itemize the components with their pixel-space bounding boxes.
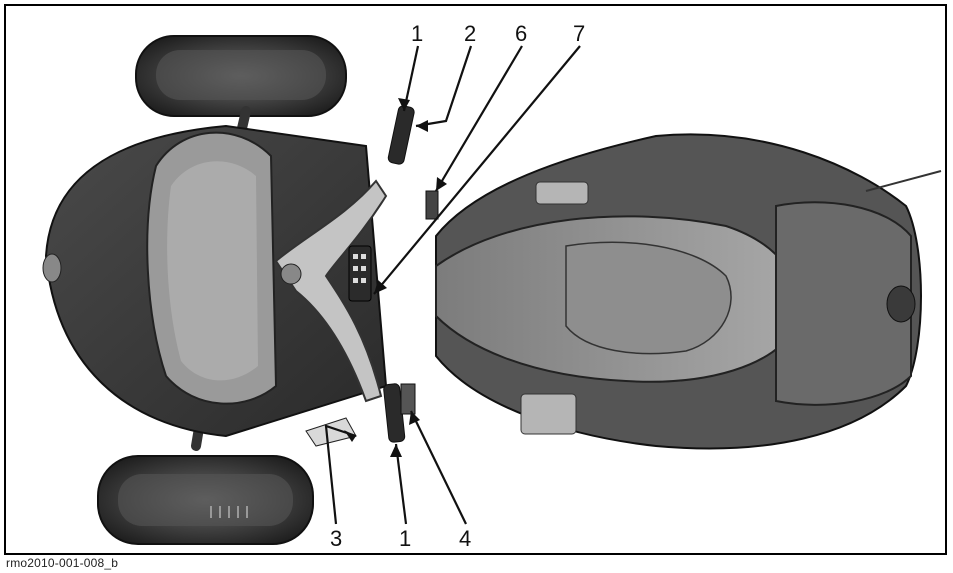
headlight: [42, 253, 62, 283]
leader-line-c4: [410, 410, 467, 525]
switch-cluster: [348, 245, 372, 302]
handlebar-frame: [274, 179, 388, 403]
passenger-footrest-bottom: [520, 393, 577, 435]
vehicle-illustration: [42, 35, 942, 545]
diagram-frame: 1 2 6 7 3 1 4: [4, 4, 947, 555]
vehicle-diagram: 1 2 6 7 3 1 4: [42, 21, 942, 551]
leader-line-c7: [373, 45, 581, 295]
leader-line-c6: [435, 45, 523, 192]
shift-lever: [305, 417, 357, 447]
front-left-tire: [135, 35, 347, 117]
figure-caption: rmo2010-001-008_b: [6, 556, 119, 570]
callout-1-bottom: 1: [399, 526, 411, 551]
leader-line-c2: [415, 45, 473, 128]
parking-brake-lever: [425, 190, 439, 220]
rear-trunk: [775, 201, 912, 406]
leader-lines: [324, 45, 581, 525]
callout-1-top: 1: [411, 21, 423, 46]
front-right-tire: [97, 455, 314, 545]
callout-3: 3: [330, 526, 342, 551]
callout-4: 4: [459, 526, 471, 551]
brake-pedal: [400, 383, 416, 415]
callout-6: 6: [515, 21, 527, 46]
steering-pivot: [280, 263, 302, 285]
callout-numbers: 1 2 6 7 3 1 4: [330, 21, 585, 551]
antenna: [865, 170, 942, 192]
passenger-footrest-top: [535, 181, 589, 205]
leader-arrowheads: [344, 98, 447, 457]
left-handlebar-grip: [387, 105, 415, 165]
callout-2: 2: [464, 21, 476, 46]
callout-7: 7: [573, 21, 585, 46]
rear-light: [886, 285, 916, 323]
leader-line-c1b: [394, 443, 408, 525]
